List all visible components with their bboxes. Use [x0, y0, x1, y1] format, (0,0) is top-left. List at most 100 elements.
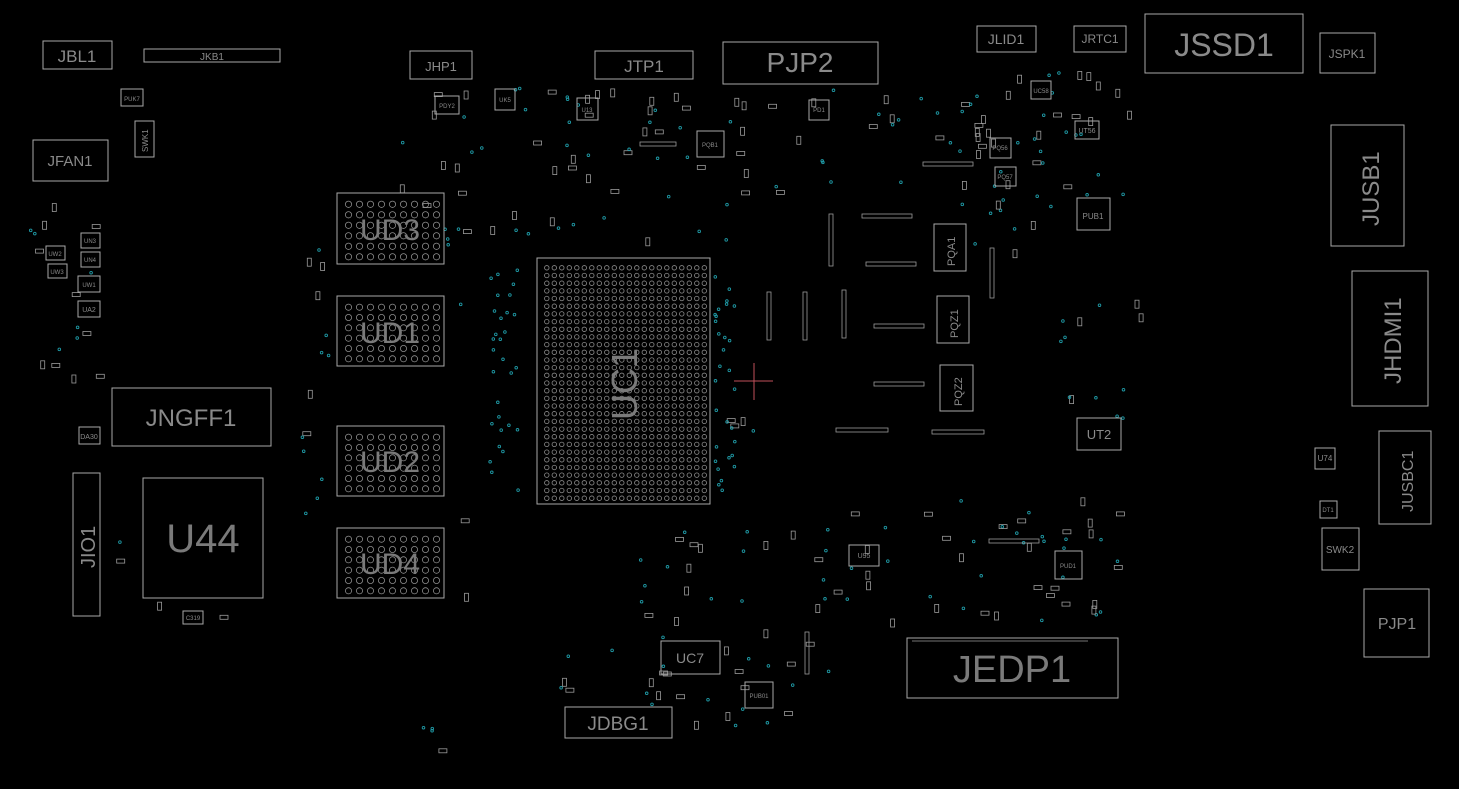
- component-pub01[interactable]: PUB01: [744, 681, 774, 709]
- component-uw1[interactable]: UW1: [77, 275, 101, 293]
- component-u95[interactable]: U95: [848, 544, 880, 567]
- connector-pjp1[interactable]: PJP1: [1363, 588, 1430, 658]
- label-ud1: UD1: [360, 317, 420, 350]
- component-pdy2[interactable]: PDY2: [434, 95, 460, 115]
- label-ua2: UA2: [82, 307, 96, 314]
- label-pjp2: PJP2: [767, 47, 834, 78]
- label-pqa1: PQA1: [946, 237, 958, 266]
- label-uc1: UC1: [604, 348, 645, 420]
- component-ua2[interactable]: UA2: [77, 300, 101, 318]
- label-ud3: UD3: [360, 214, 420, 247]
- connector-jtp1[interactable]: JTP1: [594, 50, 694, 80]
- memory-chip-ud1[interactable]: UD1: [336, 295, 445, 367]
- label-jkb1: JKB1: [200, 52, 224, 63]
- connector-jssd1[interactable]: JSSD1: [1144, 13, 1304, 74]
- connector-jlid1[interactable]: JLID1: [976, 25, 1037, 53]
- switch-swk1[interactable]: SWK1: [134, 120, 155, 158]
- label-un3: UN3: [84, 239, 97, 245]
- switch-swk2[interactable]: SWK2: [1321, 527, 1360, 571]
- label-pud1: PUD1: [1060, 564, 1077, 570]
- label-dt1: DT1: [1322, 508, 1334, 514]
- component-uw2[interactable]: UW2: [45, 245, 66, 261]
- memory-chip-ud3[interactable]: UD3: [336, 192, 445, 265]
- connector-jngff1[interactable]: JNGFF1: [111, 387, 272, 447]
- label-pq57: PQ57: [997, 175, 1013, 181]
- connector-jspk1[interactable]: JSPK1: [1319, 32, 1376, 74]
- component-ut2[interactable]: UT2: [1076, 417, 1122, 451]
- label-uw2: UW2: [48, 252, 62, 258]
- label-jrtc1: JRTC1: [1081, 32, 1118, 46]
- label-swk1: SWK1: [141, 129, 150, 152]
- component-ut56[interactable]: UT56: [1074, 120, 1100, 140]
- connector-jkb1[interactable]: JKB1: [143, 48, 281, 63]
- connector-jrtc1[interactable]: JRTC1: [1073, 25, 1127, 53]
- mosfet-pqz2[interactable]: PQZ2: [939, 364, 974, 412]
- component-uc58[interactable]: UC58: [1030, 80, 1052, 100]
- connector-jusbc1[interactable]: JUSBC1: [1378, 430, 1432, 525]
- label-ut2: UT2: [1087, 427, 1112, 442]
- label-jtp1: JTP1: [624, 57, 664, 76]
- decorative-pads-and-vias: [28, 71, 1144, 754]
- mosfet-pqa1[interactable]: PQA1: [933, 223, 967, 272]
- connector-jhdmi1[interactable]: JHDMI1: [1351, 270, 1429, 407]
- component-pqb1[interactable]: PQB1: [696, 130, 725, 158]
- label-jusb1: JUSB1: [1358, 151, 1385, 226]
- chip-u44[interactable]: U44: [142, 477, 264, 599]
- component-un3[interactable]: UN3: [80, 232, 101, 249]
- component-da30[interactable]: DA30: [78, 426, 101, 445]
- label-jspk1: JSPK1: [1329, 47, 1366, 61]
- label-jedp1: JEDP1: [953, 649, 1071, 691]
- label-uw1: UW1: [82, 283, 96, 289]
- component-uw3[interactable]: UW3: [47, 263, 68, 279]
- component-uc7[interactable]: UC7: [660, 640, 721, 675]
- label-jlid1: JLID1: [988, 31, 1025, 47]
- component-dt1[interactable]: DT1: [1319, 500, 1338, 519]
- component-u74[interactable]: U74: [1314, 447, 1336, 470]
- connector-jbl1[interactable]: JBL1: [42, 40, 113, 70]
- component-pq57[interactable]: PQ57: [994, 166, 1017, 187]
- connector-jdbg1[interactable]: JDBG1: [564, 706, 673, 739]
- connector-jusb1[interactable]: JUSB1: [1330, 124, 1405, 247]
- connector-jedp1[interactable]: JEDP1: [906, 637, 1119, 699]
- connector-jfan1[interactable]: JFAN1: [32, 139, 109, 182]
- mosfet-pqz1[interactable]: PQZ1: [936, 295, 970, 344]
- connector-jhp1[interactable]: JHP1: [409, 50, 473, 80]
- label-un4: UN4: [84, 258, 97, 264]
- memory-chip-ud4[interactable]: UD4: [336, 527, 445, 599]
- component-pq56[interactable]: PQ56: [989, 137, 1012, 159]
- connector-jio1[interactable]: JIO1: [72, 472, 101, 617]
- label-jssd1: JSSD1: [1174, 27, 1274, 63]
- component-pd1[interactable]: PD1: [808, 99, 830, 121]
- label-jdbg1: JDBG1: [587, 714, 648, 735]
- component-pub1[interactable]: PUB1: [1076, 197, 1111, 231]
- component-uk5[interactable]: UK5: [494, 88, 516, 111]
- connector-pjp2[interactable]: PJP2: [722, 41, 879, 85]
- label-pub1: PUB1: [1083, 212, 1104, 221]
- label-u13: U13: [581, 108, 593, 114]
- label-c319: C319: [186, 616, 201, 622]
- cpu-uc1[interactable]: UC1: [536, 257, 711, 505]
- label-pqz1: PQZ1: [949, 309, 961, 338]
- label-pdy2: PDY2: [439, 104, 455, 110]
- component-pud1[interactable]: PUD1: [1054, 550, 1083, 580]
- component-un4[interactable]: UN4: [80, 251, 101, 268]
- label-uw3: UW3: [50, 270, 64, 276]
- component-puk7[interactable]: PUK7: [120, 88, 144, 107]
- component-u13[interactable]: U13: [576, 97, 599, 121]
- label-swk2: SWK2: [1326, 545, 1355, 556]
- label-pub01: PUB01: [749, 694, 769, 700]
- label-uk5: UK5: [499, 98, 511, 104]
- label-jfan1: JFAN1: [47, 153, 92, 170]
- label-da30: DA30: [80, 434, 98, 441]
- label-pd1: PD1: [813, 108, 825, 114]
- memory-chip-ud2[interactable]: UD2: [336, 425, 445, 497]
- label-ut56: UT56: [1078, 128, 1095, 135]
- label-jbl1: JBL1: [58, 47, 97, 66]
- label-u95: U95: [858, 553, 871, 560]
- capacitor-c319[interactable]: C319: [182, 610, 204, 625]
- label-pq56: PQ56: [992, 146, 1008, 152]
- label-uc7: UC7: [676, 650, 704, 666]
- label-jhdmi1: JHDMI1: [1380, 297, 1407, 384]
- label-jusbc1: JUSBC1: [1400, 451, 1417, 512]
